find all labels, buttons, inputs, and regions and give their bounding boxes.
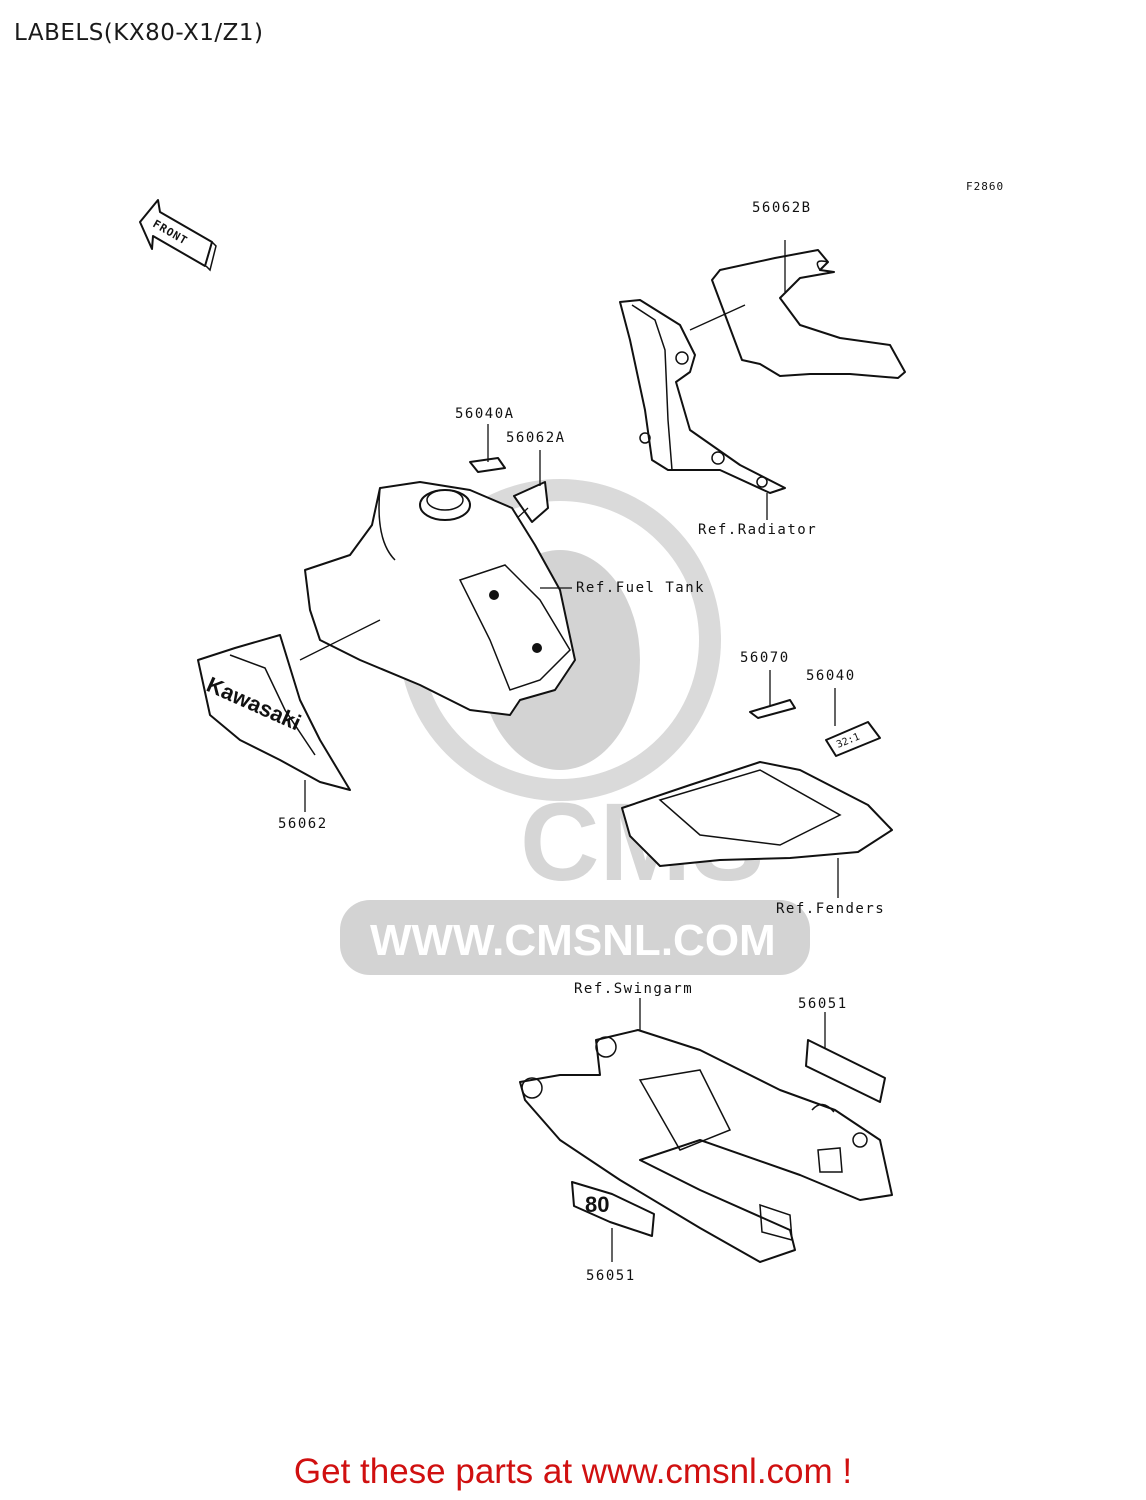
part-number-56062b: 56062B <box>752 200 812 216</box>
front-arrow: FRONT <box>139 199 217 272</box>
ref-swingarm: Ref.Swingarm <box>574 981 693 997</box>
part-56062B[interactable]: 56062B <box>689 200 906 379</box>
ref-radiator: Ref.Radiator <box>698 522 817 538</box>
ref-fenders: Ref.Fenders <box>776 901 885 917</box>
decal-56051-lower-emblem: 80 <box>585 1192 609 1217</box>
part-56051-lower[interactable]: 80 56051 <box>571 1181 655 1284</box>
decal-56070 <box>749 699 796 719</box>
part-56051-upper[interactable]: 56051 <box>798 996 886 1103</box>
part-56062A[interactable]: 56062A <box>506 430 566 523</box>
part-56040[interactable]: 32:1 56040 <box>806 668 881 757</box>
part-number-56040: 56040 <box>806 668 856 684</box>
watermark-url: WWW.CMSNL.COM <box>370 916 776 965</box>
part-56070[interactable]: 56070 <box>740 650 796 719</box>
part-number-56070: 56070 <box>740 650 790 666</box>
footer-shop-link[interactable]: Get these parts at www.cmsnl.com ! <box>293 1452 853 1491</box>
decal-56062a <box>513 481 549 523</box>
rear-fender: Ref.Fenders <box>621 761 893 917</box>
decal-56051-lower <box>571 1181 655 1237</box>
figure-code: F2860 <box>966 180 1004 193</box>
ref-fuel-tank: Ref.Fuel Tank <box>576 580 705 596</box>
decal-56040 <box>825 721 881 757</box>
part-number-56051-lower: 56051 <box>586 1268 636 1284</box>
part-56040A[interactable]: 56040A <box>455 406 515 473</box>
fuel-tank: Ref.Fuel Tank <box>304 481 705 716</box>
page-title: LABELS(KX80-X1/Z1) <box>14 20 264 46</box>
part-number-56062a: 56062A <box>506 430 566 446</box>
decal-56062b <box>711 249 906 379</box>
part-number-56051-upper: 56051 <box>798 996 848 1012</box>
part-number-56040a: 56040A <box>455 406 515 422</box>
decal-56040a <box>469 457 506 473</box>
watermark-banner <box>340 900 810 975</box>
radiator-shroud: Ref.Radiator <box>619 299 817 538</box>
swingarm: Ref.Swingarm <box>519 981 893 1263</box>
part-number-56062: 56062 <box>278 816 328 832</box>
decal-56051-upper <box>805 1039 886 1103</box>
